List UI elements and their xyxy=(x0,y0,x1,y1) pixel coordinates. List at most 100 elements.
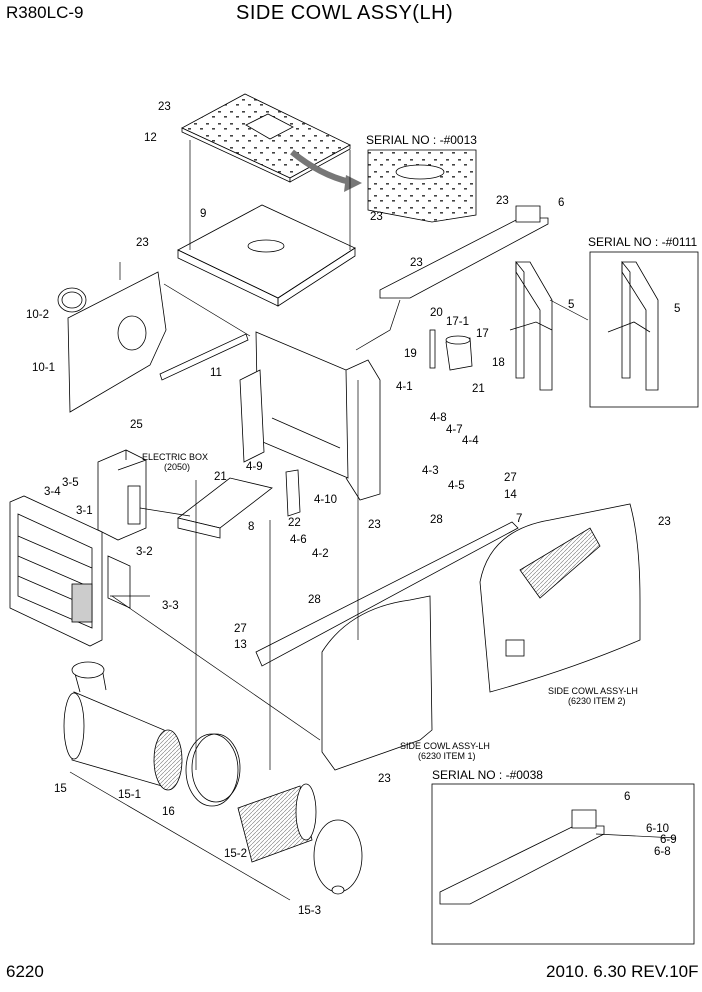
filter-element xyxy=(237,783,317,863)
cover-plate xyxy=(181,93,351,183)
side-cowl-note-item1: SIDE COWL ASSY-LH xyxy=(400,741,490,751)
serial-note-0013: SERIAL NO : -#0013 xyxy=(366,133,477,147)
callout-6-10: 6-10 xyxy=(646,823,669,835)
model-number: R380LC-9 xyxy=(6,3,84,22)
callout-4-3: 4-3 xyxy=(422,465,439,477)
callout-23: 23 xyxy=(368,519,381,531)
callout-18: 18 xyxy=(492,357,505,369)
callout-11: 11 xyxy=(210,367,222,379)
side-cowl-note-item2-ref: (6230 ITEM 2) xyxy=(568,696,626,706)
callout-4-5: 4-5 xyxy=(448,480,465,492)
electric-box-note-ref: (2050) xyxy=(164,462,190,472)
callout-23: 23 xyxy=(136,237,149,249)
callout-6: 6 xyxy=(558,197,564,209)
clamp-band xyxy=(185,733,241,807)
callout-15: 15 xyxy=(54,783,67,795)
callout-28: 28 xyxy=(308,594,321,606)
callout-3-4: 3-4 xyxy=(44,486,61,498)
callout-17-1: 17-1 xyxy=(446,316,469,328)
callout-23: 23 xyxy=(658,516,671,528)
callout-21: 21 xyxy=(472,383,485,395)
grille-plate xyxy=(107,555,131,609)
side-cowl-front xyxy=(321,595,433,771)
callout-23: 23 xyxy=(158,101,171,113)
flow-arrow xyxy=(290,149,351,185)
tray xyxy=(177,477,273,539)
side-cowl-note-item1-ref: (6230 ITEM 1) xyxy=(418,751,476,761)
side-cowl-rear xyxy=(479,503,641,693)
flow-arrow-head xyxy=(344,175,362,192)
callout-labels: 23 12 9 23 23 6 23 23 10-2 10-1 11 5 5 2… xyxy=(26,101,680,917)
side-cowl-note-item2: SIDE COWL ASSY-LH xyxy=(548,686,638,696)
support-bar-early xyxy=(439,809,605,905)
callout-5: 5 xyxy=(674,303,680,315)
callout-3-1: 3-1 xyxy=(76,505,93,517)
page-title: SIDE COWL ASSY(LH) xyxy=(236,2,454,24)
callout-27: 27 xyxy=(504,472,517,484)
callout-23: 23 xyxy=(496,195,509,207)
side-panel xyxy=(67,271,167,413)
callout-23: 23 xyxy=(370,211,383,223)
serial-box-0038 xyxy=(431,783,695,945)
support-bar-upper xyxy=(379,205,549,299)
clamp-strap xyxy=(285,469,301,517)
callout-23: 23 xyxy=(378,773,391,785)
callout-13: 13 xyxy=(234,639,247,651)
support-bar-lower xyxy=(255,521,519,667)
serial-note-0038: SERIAL NO : -#0038 xyxy=(432,768,543,782)
date-revision: 2010. 6.30 REV.10F xyxy=(546,962,699,981)
callout-19: 19 xyxy=(404,348,417,360)
callout-10-2: 10-2 xyxy=(26,309,49,321)
callout-4-7: 4-7 xyxy=(446,424,463,436)
callout-15-3: 15-3 xyxy=(298,905,321,917)
callout-16: 16 xyxy=(162,806,175,818)
callout-3-5: 3-5 xyxy=(62,477,79,489)
side-frame xyxy=(239,331,381,501)
callout-28: 28 xyxy=(430,514,443,526)
grille-frame xyxy=(9,495,103,647)
callout-9: 9 xyxy=(200,208,206,220)
callout-6: 6 xyxy=(624,791,630,803)
support-strip xyxy=(159,333,249,381)
callout-4-8: 4-8 xyxy=(430,412,447,424)
support-bracket xyxy=(509,260,553,391)
callout-5: 5 xyxy=(568,299,574,311)
callout-4-9: 4-9 xyxy=(246,461,263,473)
leader-lines xyxy=(69,140,677,901)
callout-8: 8 xyxy=(248,521,254,533)
callout-7: 7 xyxy=(516,513,522,525)
callout-17: 17 xyxy=(476,328,489,340)
callout-25: 25 xyxy=(130,419,143,431)
reservoir-tank xyxy=(445,335,473,371)
callout-4-2: 4-2 xyxy=(312,548,329,560)
air-cleaner xyxy=(63,661,183,791)
callout-6-8: 6-8 xyxy=(654,846,671,858)
mounting-plate xyxy=(177,204,356,307)
callout-27: 27 xyxy=(234,623,247,635)
callout-4-10: 4-10 xyxy=(314,494,337,506)
bracket-rod xyxy=(429,329,436,369)
cover-plate-early-serial xyxy=(367,149,477,223)
callout-21: 21 xyxy=(214,471,227,483)
serial-box-0111 xyxy=(589,251,699,408)
callout-20: 20 xyxy=(430,307,443,319)
callout-6-9: 6-9 xyxy=(660,834,677,846)
callout-3-2: 3-2 xyxy=(136,546,153,558)
page-number: 6220 xyxy=(6,962,44,981)
support-bracket-early xyxy=(607,260,659,391)
callout-15-2: 15-2 xyxy=(224,848,247,860)
callout-14: 14 xyxy=(504,489,517,501)
callout-23: 23 xyxy=(410,257,423,269)
electric-box-note: ELECTRIC BOX xyxy=(142,452,208,462)
callout-22: 22 xyxy=(288,517,301,529)
electric-box xyxy=(97,449,147,541)
grommet xyxy=(57,287,87,313)
callout-4-6: 4-6 xyxy=(290,534,307,546)
callout-3-3: 3-3 xyxy=(162,600,179,612)
callout-15-1: 15-1 xyxy=(118,789,141,801)
callout-4-4: 4-4 xyxy=(462,435,479,447)
callout-10-1: 10-1 xyxy=(32,362,55,374)
dust-cover xyxy=(313,819,363,895)
callout-4-1: 4-1 xyxy=(396,381,413,393)
